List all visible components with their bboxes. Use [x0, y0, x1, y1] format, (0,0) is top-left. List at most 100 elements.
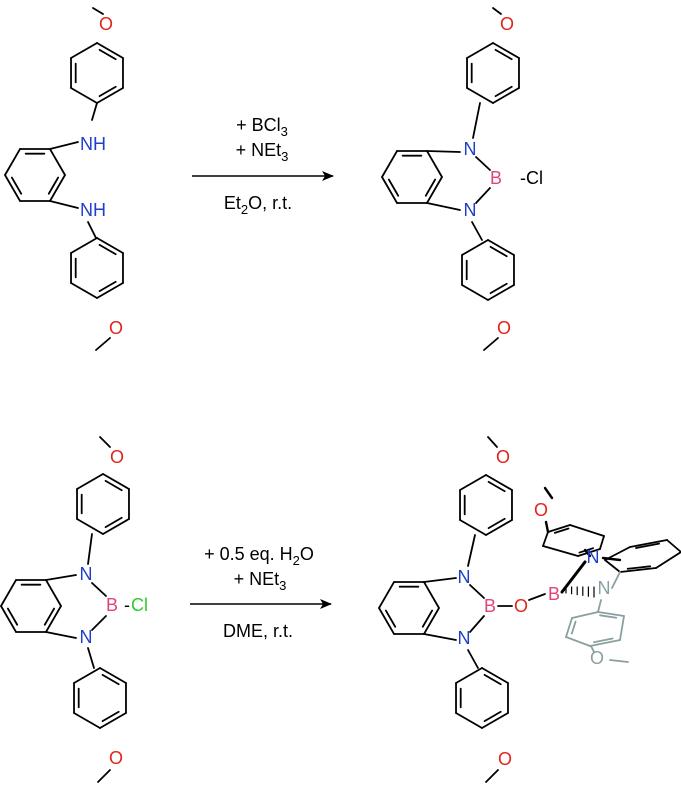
aryl-bottom-double-bond [483, 710, 502, 723]
aryl-top-bond [96, 42, 124, 59]
molecule-chloroborane-top: O N B -Cl N O [464, 14, 544, 338]
n-b-bond [91, 615, 107, 631]
c-n-bond [583, 548, 592, 558]
aryl-top-double-bond [494, 48, 513, 61]
aryl-top-double-bond [487, 517, 506, 530]
n-c-bond [597, 599, 602, 613]
aryl-bottom-bond [455, 667, 483, 684]
atom-B-right: B [548, 584, 560, 604]
aryl-bottom-bond [73, 712, 101, 729]
bond-layer [0, 7, 681, 783]
aryl-faded-double-bond [570, 620, 577, 635]
aryl-bottom-bond [96, 282, 124, 299]
benzene-core-bond [381, 150, 398, 178]
atom-N-top: N [464, 139, 477, 159]
reaction2-conditions: + 0.5 eq. H2O + NEt3 DME, r.t. [190, 544, 332, 641]
benzene-core-bond [4, 148, 21, 176]
atom-NH-top: NH [80, 134, 106, 154]
atom-N-top: N [458, 567, 471, 587]
solvent-dme: DME, r.t. [223, 621, 293, 641]
aryl-bottom-bond [70, 282, 98, 299]
atom-dash: - [124, 595, 130, 615]
aryl-top-bond [76, 518, 104, 535]
aryl-top-bond [102, 473, 130, 490]
aryl-top-bond [492, 42, 520, 59]
reagent-net3-text: + NEt [236, 140, 282, 160]
aryl-bottom-bond [461, 239, 489, 256]
reagent-net3-sub: 3 [281, 149, 288, 164]
benzene-core-double-bond [6, 607, 19, 626]
n-b-bond [475, 156, 491, 171]
c-n-bond [423, 577, 457, 583]
c-n-bond [472, 102, 481, 139]
n-c-bond [611, 571, 621, 589]
benzene-core-bond [378, 607, 395, 635]
solvent-et2o-b: O, r.t. [248, 193, 292, 213]
aryl-top-double-bond [104, 516, 123, 529]
reagent-water: + 0.5 eq. H2O [204, 544, 314, 568]
aryl-top-bond [70, 42, 98, 59]
reagent-water-sub: 2 [293, 553, 300, 568]
atom-N-bottom: N [80, 627, 93, 647]
benzene-rear-bond [655, 551, 681, 569]
aryl-top-bond [76, 473, 104, 490]
aryl-rear-bond [599, 535, 605, 550]
aryl-top-double-bond [487, 480, 506, 493]
aryl-bottom-double-bond [101, 673, 120, 686]
aryl-bottom-double-bond [483, 673, 502, 686]
benzene-core-bond [378, 581, 395, 609]
atom-O-top: O [500, 14, 514, 34]
molecule-diboroxane: O N B O B N O O N N O [458, 447, 611, 769]
aryl-bottom-bond [70, 237, 98, 254]
atom-O-bottom: O [498, 749, 512, 769]
methyl-bond [97, 769, 111, 783]
n-c-bond [467, 649, 479, 669]
atom-NH-bottom: NH [80, 200, 106, 220]
c-n-bond [45, 631, 77, 639]
c-n-bond [426, 202, 461, 211]
c-n-bond [49, 141, 79, 150]
aryl-rear-bond [547, 524, 571, 533]
n-b-bond [91, 582, 107, 597]
benzene-rear-double-bond [635, 542, 660, 549]
benzene-rear-bond [629, 539, 668, 548]
atom-Cl: Cl [131, 595, 148, 615]
atom-B: B [490, 168, 502, 188]
benzene-core-bond [423, 607, 440, 635]
methyl-bond [95, 337, 111, 351]
atom-B: B [106, 595, 118, 615]
benzene-core-bond [426, 176, 443, 204]
c-n-bond [45, 574, 77, 581]
aryl-bottom-bond [461, 284, 489, 301]
benzene-rear-double-bond [626, 565, 652, 570]
solvent-et2o: Et2O, r.t. [224, 193, 292, 217]
atom-O-top: O [99, 14, 113, 34]
c-n-bond [423, 633, 457, 641]
n-b-bond [469, 584, 485, 599]
aryl-top-double-bond [98, 85, 117, 98]
c-n-bond [467, 534, 476, 567]
atom-O-rear-faded: O [590, 648, 604, 668]
aryl-rear-double-bond [553, 527, 570, 534]
molecule-chloroborane-bottom: O N B - Cl N O [80, 447, 149, 768]
c-n-bond [49, 200, 79, 209]
c-n-bond [426, 150, 461, 153]
methyl-bond [487, 436, 498, 448]
aryl-top-bond [485, 474, 513, 491]
aryl-bottom-double-bond [489, 245, 508, 258]
atom-N-bottom: N [464, 200, 477, 220]
c-n-bond [87, 533, 93, 565]
c-o-bond [590, 645, 595, 653]
benzene-core-bond [45, 605, 62, 633]
aryl-top-bond [102, 518, 130, 535]
benzene-core-bond [0, 605, 17, 633]
benzene-rear-bond [619, 567, 657, 573]
aryl-top-double-bond [104, 479, 123, 492]
benzene-core-bond [426, 150, 443, 178]
c-n-bond [91, 102, 98, 121]
aryl-bottom-bond [481, 667, 509, 684]
benzene-rear-bond [666, 539, 681, 553]
o-b-bond [528, 593, 546, 601]
atom-O-bottom: O [109, 318, 123, 338]
aryl-top-bond [70, 87, 98, 104]
